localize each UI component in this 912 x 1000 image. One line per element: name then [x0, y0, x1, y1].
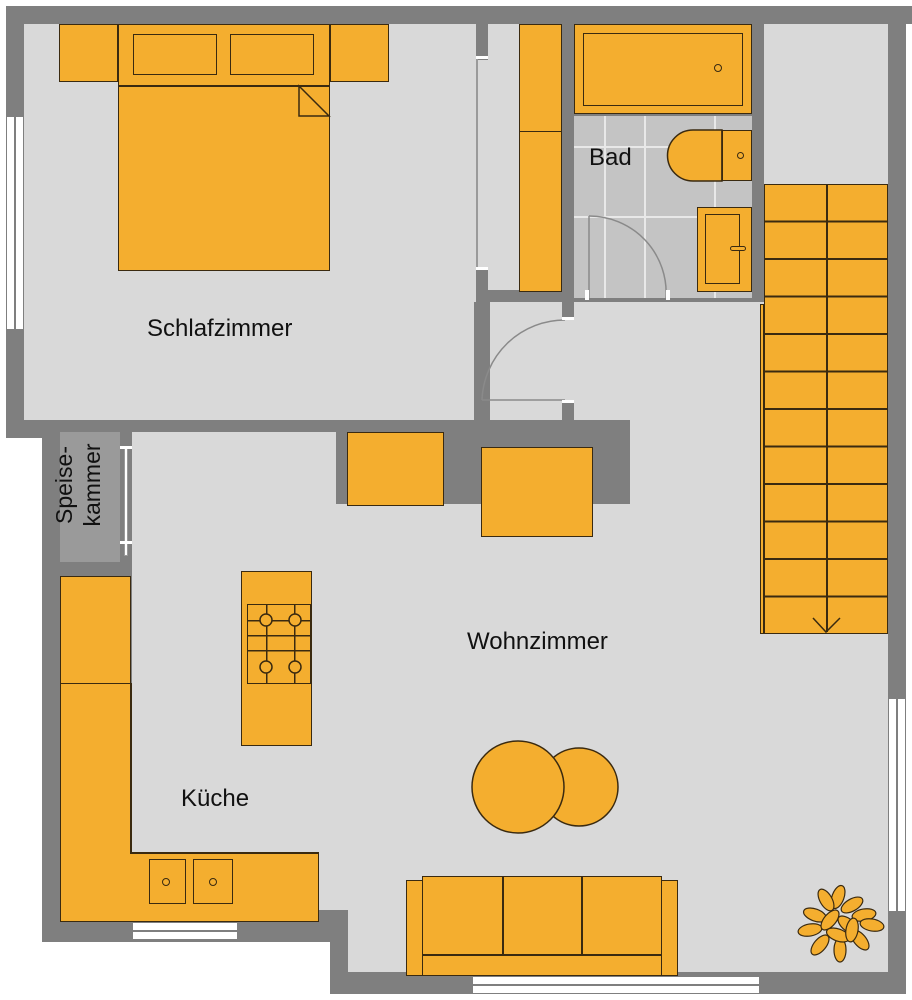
pillow-left — [133, 34, 217, 75]
sofa-base — [422, 876, 662, 976]
wall-kitchen-step — [330, 920, 348, 994]
bed-headboard-line — [118, 85, 330, 87]
window-kitchen-bottom — [132, 922, 238, 940]
wall-hall-stub — [562, 400, 574, 432]
stairs-center-line — [826, 184, 828, 632]
room-label-bedroom: Schlafzimmer — [147, 315, 293, 342]
sink-drain-icon-2 — [209, 878, 217, 886]
wall-bath-right — [752, 24, 764, 302]
cooktop-grid — [247, 604, 311, 684]
pantry-floor — [60, 432, 120, 562]
pantry-label-line1: Speise- — [51, 446, 77, 524]
room-label-bathroom: Bad — [589, 144, 632, 171]
bathtub-inner — [583, 33, 743, 106]
wall-left-lower — [42, 432, 60, 942]
pantry-door-frame — [124, 448, 128, 556]
window-living-right — [888, 698, 906, 912]
bathtub-drain-icon — [714, 64, 722, 72]
wall-closet-bottom — [476, 290, 574, 302]
pillow-right — [230, 34, 314, 75]
wall-closet-left — [476, 24, 488, 60]
cabinet-left — [347, 432, 444, 506]
nightstand-right — [330, 24, 389, 82]
stairs-handrail — [760, 304, 764, 634]
kitchen-counter-corner-line — [130, 852, 319, 854]
closet-sliding-door — [476, 58, 478, 268]
room-label-living-room: Wohnzimmer — [467, 628, 608, 655]
bathtub — [574, 24, 752, 114]
pantry-label-line2: kammer — [79, 443, 105, 527]
sofa-front-line — [422, 954, 662, 956]
window-bedroom-left — [6, 116, 24, 330]
kitchen-counter-bottom — [60, 852, 319, 922]
wall-bath-left — [562, 24, 574, 320]
kitchen-sink-2 — [193, 859, 233, 904]
right-upper-floor — [764, 24, 888, 184]
washbasin-faucet-icon — [730, 246, 746, 251]
room-label-kitchen: Küche — [181, 785, 250, 812]
cabinet-right — [481, 447, 593, 537]
toilet-flush-icon — [737, 152, 744, 159]
wardrobe-top — [519, 24, 562, 132]
wardrobe-bottom — [519, 131, 562, 292]
kitchen-counter-inner-edge — [130, 683, 132, 853]
sofa-seat-divider-2 — [581, 876, 583, 954]
sink-drain-icon-1 — [162, 878, 170, 886]
kitchen-counter-top — [60, 576, 131, 684]
window-living-bottom — [472, 976, 760, 994]
sofa-seat-divider-1 — [502, 876, 504, 954]
kitchen-floor — [132, 432, 348, 910]
room-label-pantry: Speise- kammer — [50, 420, 118, 550]
nightstand-left — [59, 24, 118, 82]
